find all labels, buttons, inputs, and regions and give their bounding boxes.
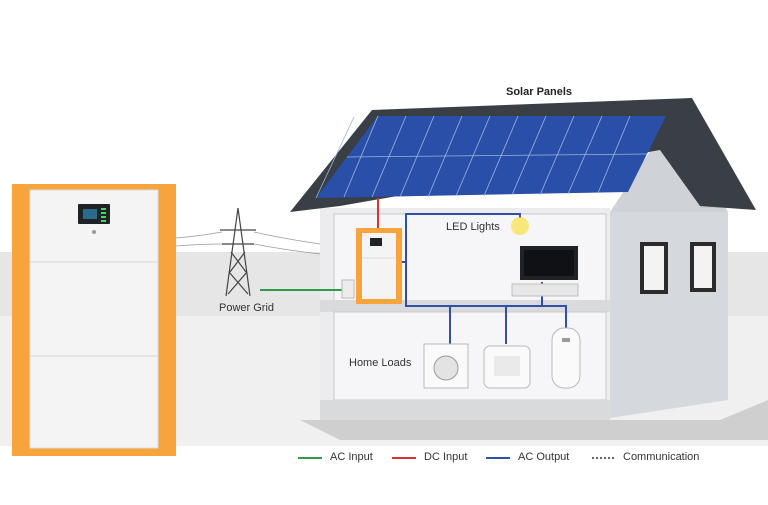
legend-item-dc-input: DC Input (424, 451, 467, 463)
legend-label-communication: Communication (623, 451, 700, 463)
tv-stand (511, 283, 579, 297)
solar-panel-array (316, 116, 666, 198)
legend-label-ac-input: AC Input (330, 451, 373, 463)
legend-item-ac-input: AC Input (330, 451, 373, 463)
legend-label-dc-input: DC Input (424, 451, 468, 463)
solar-panels-label: Solar Panels (506, 86, 573, 98)
home-loads-label: Home Loads (349, 357, 412, 369)
legend-item-ac-output: AC Output (518, 451, 569, 463)
legend-item-communication: Communication (623, 451, 699, 463)
home-battery (12, 184, 176, 456)
washing-machine (423, 343, 469, 389)
base-slab (320, 400, 610, 420)
water-heater (551, 327, 581, 389)
power-lines (175, 231, 321, 255)
solar-panel-grid (315, 115, 648, 199)
power-grid-label: Power Grid (219, 302, 275, 314)
led-lights-label: LED Lights (446, 221, 500, 233)
power-grid-pylon (220, 207, 256, 297)
legend-label-ac-output: AC Output (518, 451, 570, 463)
led-light-bulb (511, 217, 529, 235)
inverter (341, 228, 402, 304)
rice-cooker (483, 345, 531, 389)
